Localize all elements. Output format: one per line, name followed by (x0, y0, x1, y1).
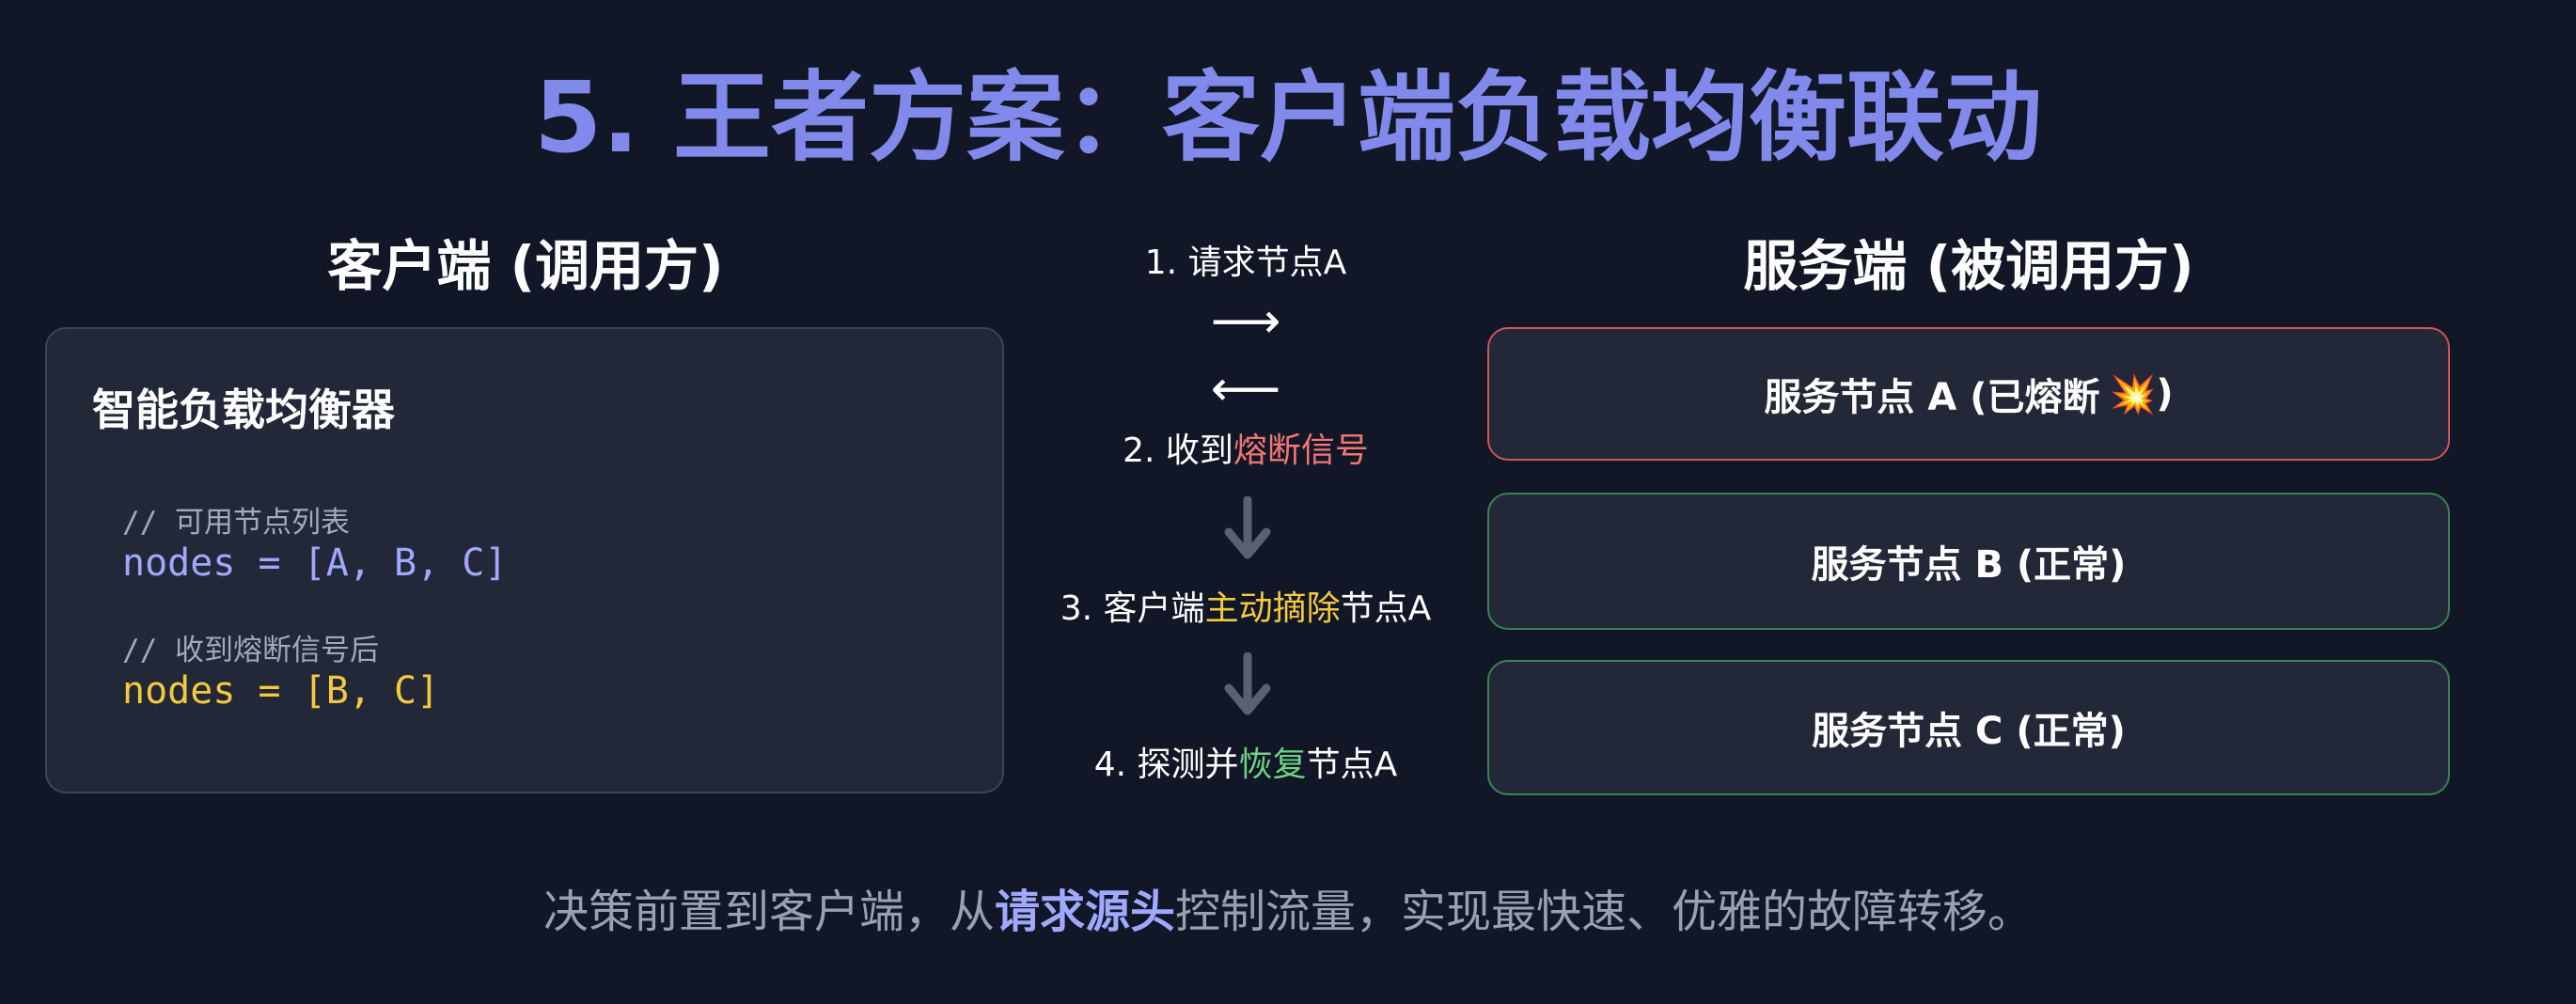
arrow-down-icon (1224, 496, 1271, 559)
code-line-nodes-after: nodes = [B, C] (122, 669, 440, 713)
summary-highlight: 请求源头 (994, 886, 1175, 938)
client-column-title: 客户端 (调用方) (327, 234, 724, 298)
service-node-a-label: 服务节点 A (已熔断 (1764, 376, 2100, 419)
flow-step-4: 4. 探测并恢复节点A (1034, 745, 1457, 786)
flow-step-2: 2. 收到熔断信号 (1034, 431, 1457, 472)
flow-step-1: 1. 请求节点A (1144, 243, 1347, 282)
load-balancer-title: 智能负载均衡器 (92, 384, 395, 435)
load-balancer-card: 智能负载均衡器 // 可用节点列表 nodes = [A, B, C] // 收… (45, 327, 1004, 793)
explosion-icon: 💥 (2109, 372, 2157, 416)
code-line-nodes-before: nodes = [A, B, C] (122, 541, 508, 585)
service-node-b: 服务节点 B (正常) (1487, 493, 2450, 630)
summary-text: 决策前置到客户端，从请求源头控制流量，实现最快速、优雅的故障转移。 (0, 884, 2576, 940)
flow-step-4-highlight: 恢复 (1238, 745, 1307, 784)
service-node-c: 服务节点 C (正常) (1487, 660, 2450, 795)
code-comment-after-signal: // 收到熔断信号后 (122, 634, 379, 667)
flow-step-4-suffix: 节点A (1306, 745, 1398, 784)
flow-step-3: 3. 客户端主动摘除节点A (1034, 588, 1457, 630)
arrow-right-icon: ⟶ (1210, 293, 1281, 350)
flow-step-2-highlight: 熔断信号 (1233, 431, 1369, 470)
arrow-left-icon: ⟵ (1210, 361, 1281, 417)
summary-suffix: 控制流量，实现最快速、优雅的故障转移。 (1175, 886, 2034, 938)
flow-step-3-suffix: 节点A (1340, 589, 1432, 628)
code-comment-available-nodes: // 可用节点列表 (122, 506, 350, 540)
server-column-title: 服务端 (被调用方) (1743, 234, 2194, 298)
service-node-a: 服务节点 A (已熔断💥) (1487, 327, 2450, 461)
flow-step-4-prefix: 4. 探测并 (1093, 745, 1239, 784)
flow-step-3-highlight: 主动摘除 (1204, 589, 1341, 628)
flow-step-2-prefix: 2. 收到 (1123, 431, 1233, 470)
page-title: 5. 王者方案：客户端负载均衡联动 (533, 60, 2043, 175)
arrow-down-icon (1224, 652, 1271, 715)
flow-step-3-prefix: 3. 客户端 (1060, 589, 1205, 628)
service-node-a-close: ) (2156, 372, 2174, 416)
summary-prefix: 决策前置到客户端，从 (542, 886, 995, 938)
